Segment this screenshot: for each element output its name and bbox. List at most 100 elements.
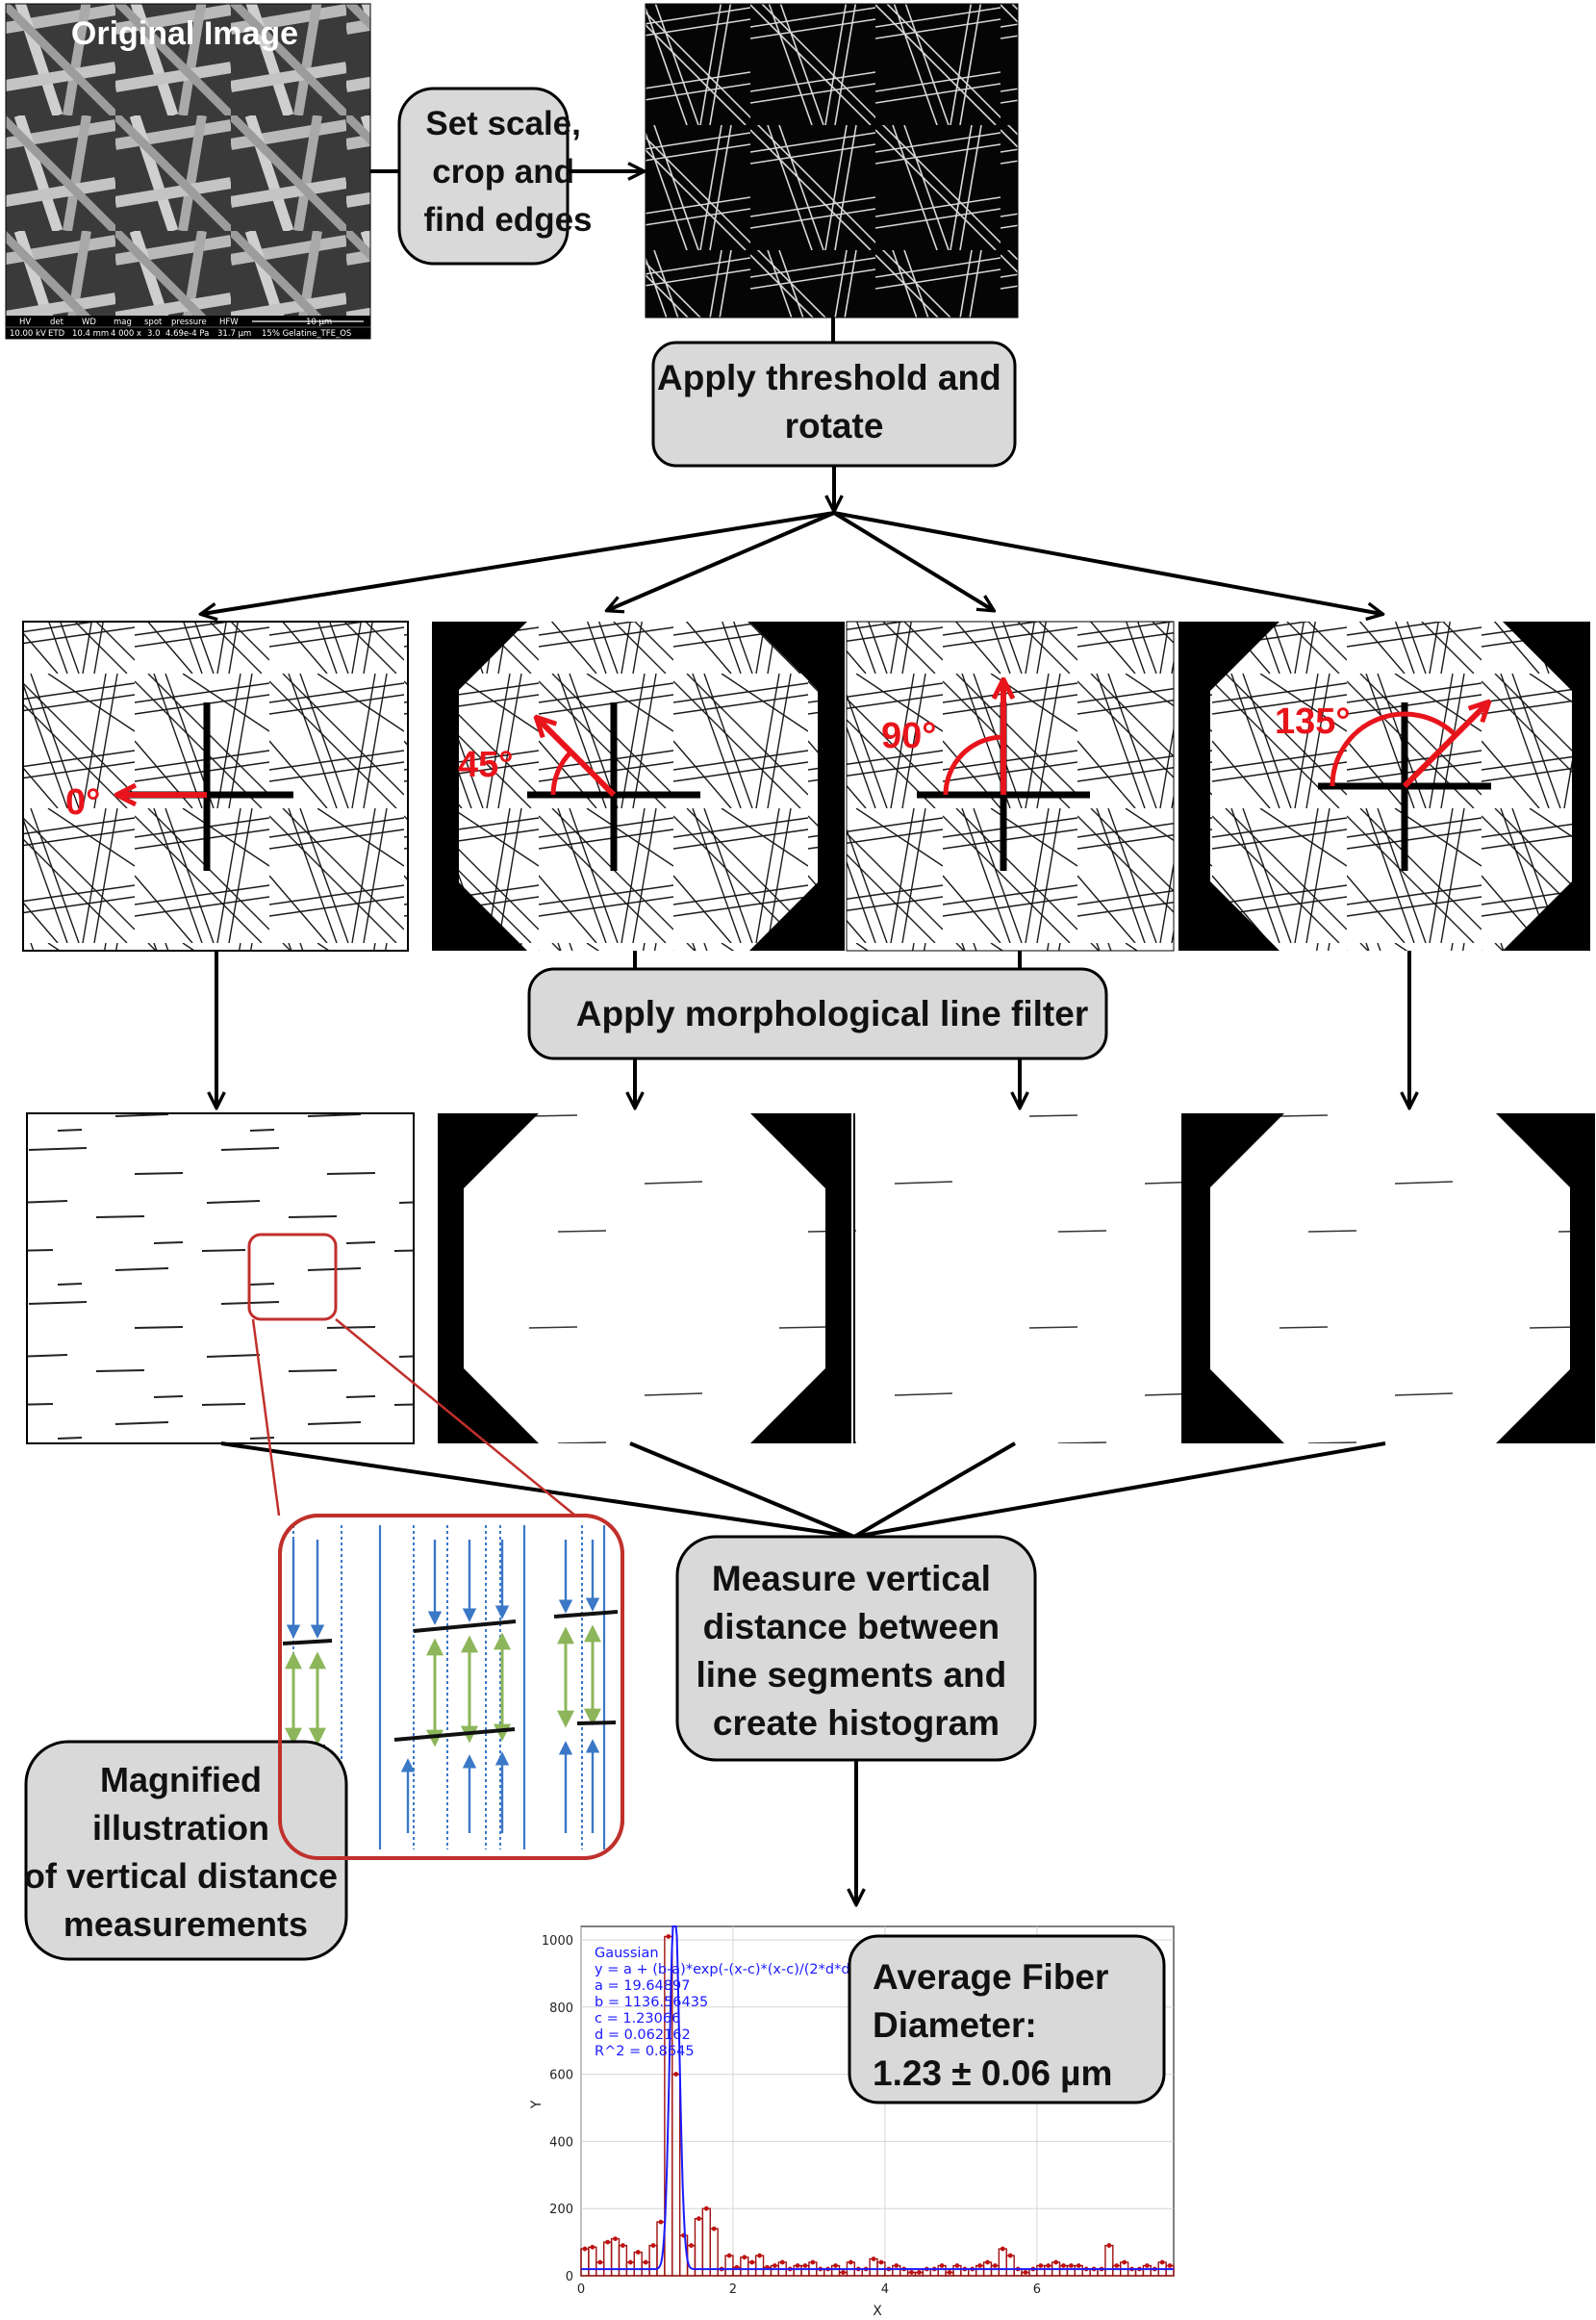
sem-sample-name: 15% Gelatine_TFE_OS	[262, 329, 351, 339]
fit-line-4: c = 1.23066	[595, 2011, 680, 2027]
filtered-panel-135	[1181, 1113, 1595, 1443]
histogram-point	[749, 2259, 755, 2265]
histogram-point	[954, 2263, 960, 2268]
magnified-line-3: of vertical distance	[24, 1856, 338, 1896]
step4-line-4: create histogram	[713, 1703, 1000, 1743]
histogram-point	[635, 2250, 641, 2255]
panel-0-deg: 0°	[22, 621, 409, 952]
histogram-point	[627, 2259, 633, 2265]
panel-90-deg: 90°	[846, 621, 1175, 952]
fit-line-5: d = 0.062162	[595, 2027, 691, 2043]
histogram-point	[757, 2253, 762, 2258]
x-axis-label: X	[873, 2304, 882, 2319]
y-tick-label: 0	[566, 2270, 573, 2284]
histogram-point	[621, 2243, 625, 2248]
step1-line-2: crop and	[432, 153, 574, 191]
histogram-point	[848, 2259, 853, 2265]
histogram-point	[1023, 2270, 1028, 2275]
histogram-point	[689, 2243, 694, 2248]
x-tick-label: 0	[577, 2282, 585, 2297]
filtered-panel-45	[438, 1113, 851, 1443]
histogram-point	[1068, 2263, 1074, 2268]
histogram-point	[772, 2263, 777, 2268]
histogram-point	[833, 2263, 838, 2268]
sem-header-hv: HV	[19, 318, 31, 327]
histogram-point	[726, 2253, 732, 2258]
y-tick-label: 200	[549, 2203, 573, 2217]
filtered-panel-0	[26, 1112, 415, 1444]
step2-line-2: rotate	[785, 406, 884, 446]
fanout-arrows	[202, 511, 1381, 614]
svg-text:Measure vertical distanc: Measure vertical distance between line s…	[696, 1559, 1016, 1743]
step4-box: Measure vertical distance between line s…	[675, 1535, 1037, 1762]
histogram-point	[878, 2259, 884, 2265]
original-image-caption: Original Image	[71, 15, 298, 52]
histogram-point	[643, 2259, 648, 2265]
sem-value-hv: 10.00 kV	[10, 329, 46, 339]
histogram-point	[742, 2255, 747, 2260]
magnified-label-box: Magnified illustration of vertical dista…	[24, 1740, 348, 1961]
step4-line-3: line segments and	[696, 1655, 1006, 1695]
x-tick-label: 6	[1033, 2282, 1041, 2297]
histogram-point	[802, 2263, 808, 2268]
step2-box: Apply threshold and rotate	[651, 341, 1017, 468]
histogram-point	[993, 2263, 998, 2268]
svg-text:Set scale, crop and: Set scale, crop and find edges	[423, 105, 592, 239]
histogram-point	[1053, 2259, 1058, 2265]
magnified-line-4: measurements	[63, 1904, 308, 1944]
result-line-2: Diameter:	[873, 2005, 1037, 2045]
x-tick-label: 2	[729, 2282, 737, 2297]
histogram-point	[894, 2263, 899, 2268]
fit-line-3: b = 1136.56435	[595, 1995, 708, 2010]
y-tick-label: 600	[549, 2069, 573, 2083]
sem-header-wd: WD	[82, 318, 96, 327]
histogram-point	[810, 2259, 816, 2265]
angle-label-90: 90°	[881, 716, 936, 756]
histogram-point	[779, 2259, 785, 2265]
histogram-point	[871, 2256, 876, 2261]
step3-box: Apply morphological line filter	[527, 967, 1108, 1060]
histogram-point	[841, 2270, 846, 2275]
sem-value-spot: 3.0	[147, 329, 161, 339]
histogram-point	[658, 2219, 664, 2225]
histogram-point	[597, 2259, 603, 2265]
sem-header-mag: mag	[114, 318, 132, 327]
histogram-point	[1167, 2263, 1173, 2268]
histogram-point	[939, 2263, 945, 2268]
sem-info-bar: HV det WD mag spot pressure HFW 10 µm 10…	[6, 316, 370, 339]
histogram-point	[977, 2263, 983, 2268]
sem-value-pressure: 4.69e-4 Pa	[165, 329, 209, 339]
histogram-point	[673, 2072, 679, 2077]
magnified-line-2: illustration	[92, 1808, 269, 1848]
svg-text:Apply threshold and rota: Apply threshold and rotate	[657, 358, 1011, 446]
histogram-point	[1122, 2259, 1127, 2265]
sem-value-hfw: 31.7 µm	[217, 329, 251, 339]
step4-line-2: distance between	[703, 1607, 1000, 1646]
sem-value-wd: 10.4 mm	[72, 329, 109, 339]
result-box: Average Fiber Diameter: 1.23 ± 0.06 µm	[848, 1934, 1166, 2104]
filter-arrows	[216, 951, 1409, 1107]
step2-line-1: Apply threshold and	[657, 358, 1001, 397]
histogram-point	[582, 2246, 588, 2252]
fit-line-2: a = 19.64897	[595, 1978, 690, 1994]
histogram-point	[613, 2236, 618, 2242]
y-tick-label: 1000	[542, 1934, 573, 1949]
step1-line-3: find edges	[423, 201, 592, 239]
histogram-point	[650, 2243, 656, 2248]
histogram-point	[711, 2226, 717, 2231]
histogram-point	[1061, 2263, 1066, 2268]
sem-header-pressure: pressure	[171, 318, 207, 327]
histogram-point	[1000, 2246, 1005, 2252]
histogram-point	[985, 2259, 990, 2265]
fit-line-6: R^2 = 0.8645	[595, 2044, 695, 2059]
angle-label-135: 135°	[1275, 701, 1351, 742]
y-tick-label: 800	[549, 2001, 573, 2016]
histogram-point	[1114, 2263, 1120, 2268]
magnified-line-1: Magnified	[100, 1760, 262, 1799]
magnifier-selection	[247, 1233, 338, 1321]
sem-header-hfw: HFW	[219, 318, 239, 327]
fit-annotation: Gaussian y = a + (b-a)*exp(-(x-c)*(x-c)/…	[595, 1946, 861, 2059]
svg-text:Magnified illustration: Magnified illustration of vertical dista…	[24, 1760, 347, 1944]
histogram-point	[909, 2270, 914, 2275]
